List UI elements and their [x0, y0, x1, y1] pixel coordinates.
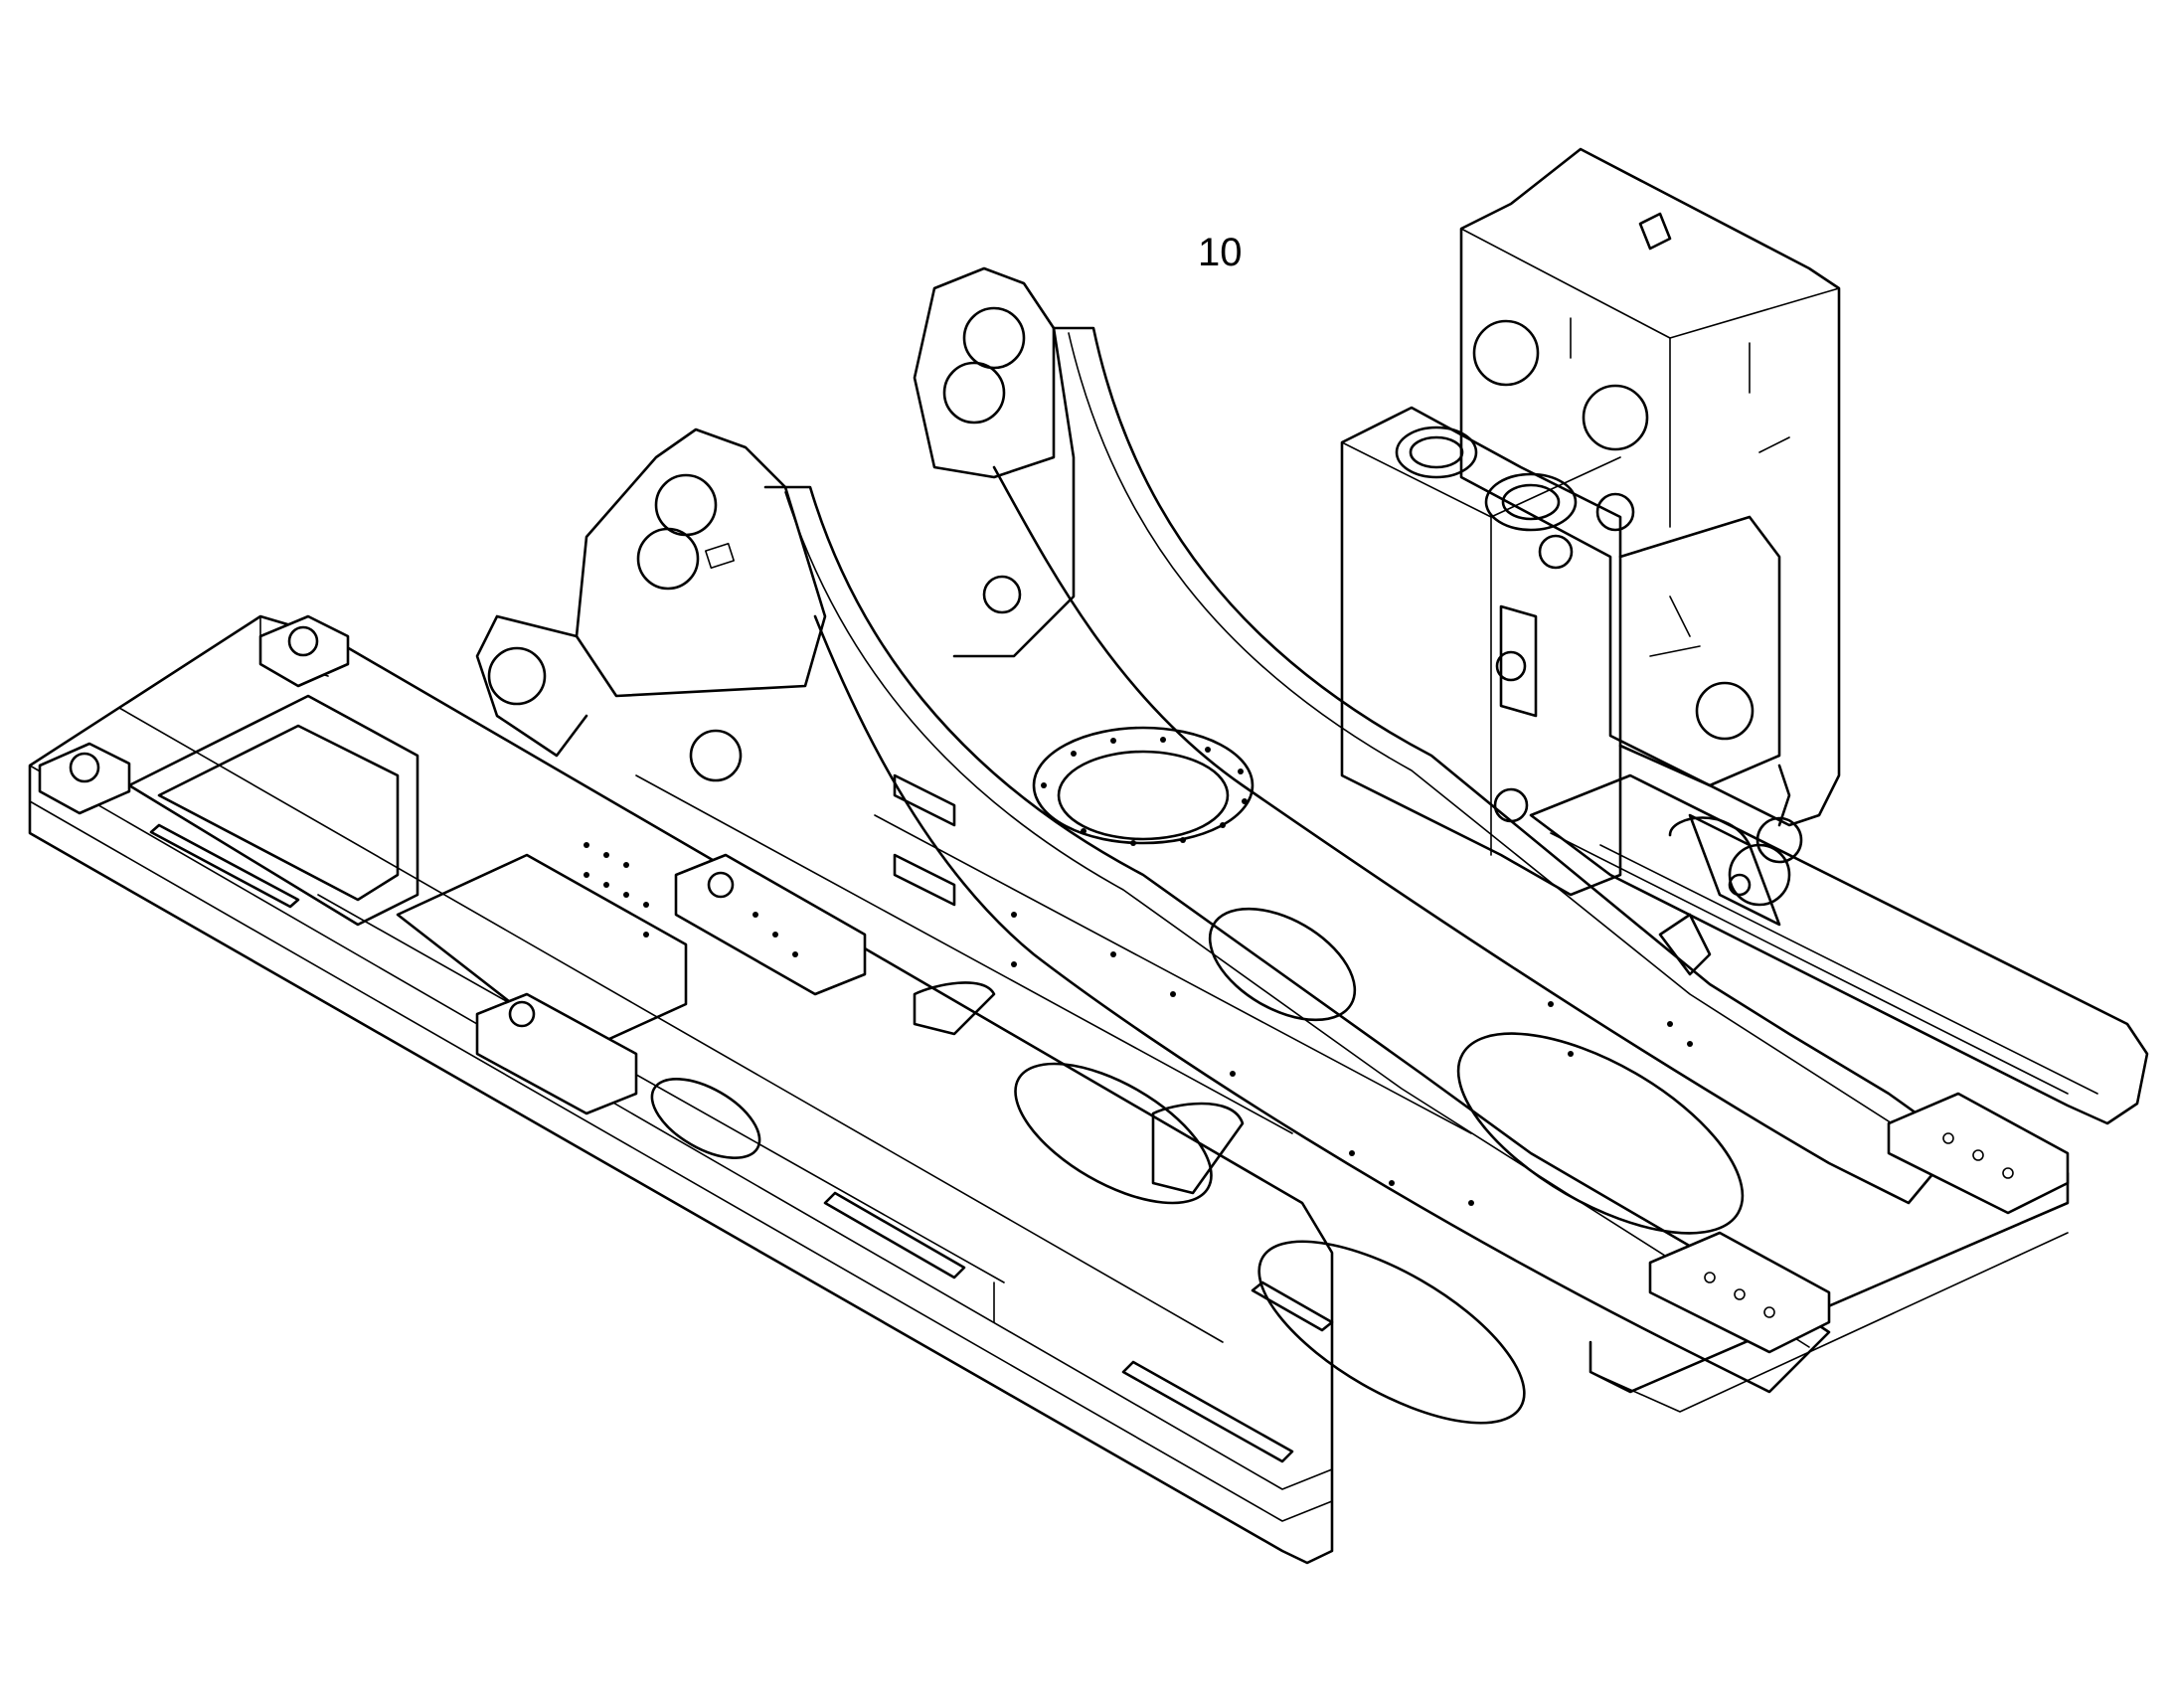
slots — [149, 823, 1334, 1463]
curved-arm — [763, 326, 1960, 1394]
right-side-rail — [1529, 773, 2149, 1413]
front-tower — [475, 427, 827, 782]
floor-plates — [127, 694, 1745, 1425]
fastener-holes — [584, 842, 1693, 1206]
front-pads — [1648, 1092, 2070, 1354]
slew-ring — [1032, 726, 1254, 846]
side-panel — [1618, 515, 1781, 787]
brackets — [893, 764, 1791, 1195]
callout-label: 10 — [1198, 231, 1243, 274]
rear-tower — [913, 266, 1076, 658]
control-block — [1340, 406, 1635, 897]
hydraulic-tank — [1459, 147, 1841, 827]
corner-blocks — [38, 614, 867, 1115]
pipe-fittings — [1658, 813, 1803, 976]
